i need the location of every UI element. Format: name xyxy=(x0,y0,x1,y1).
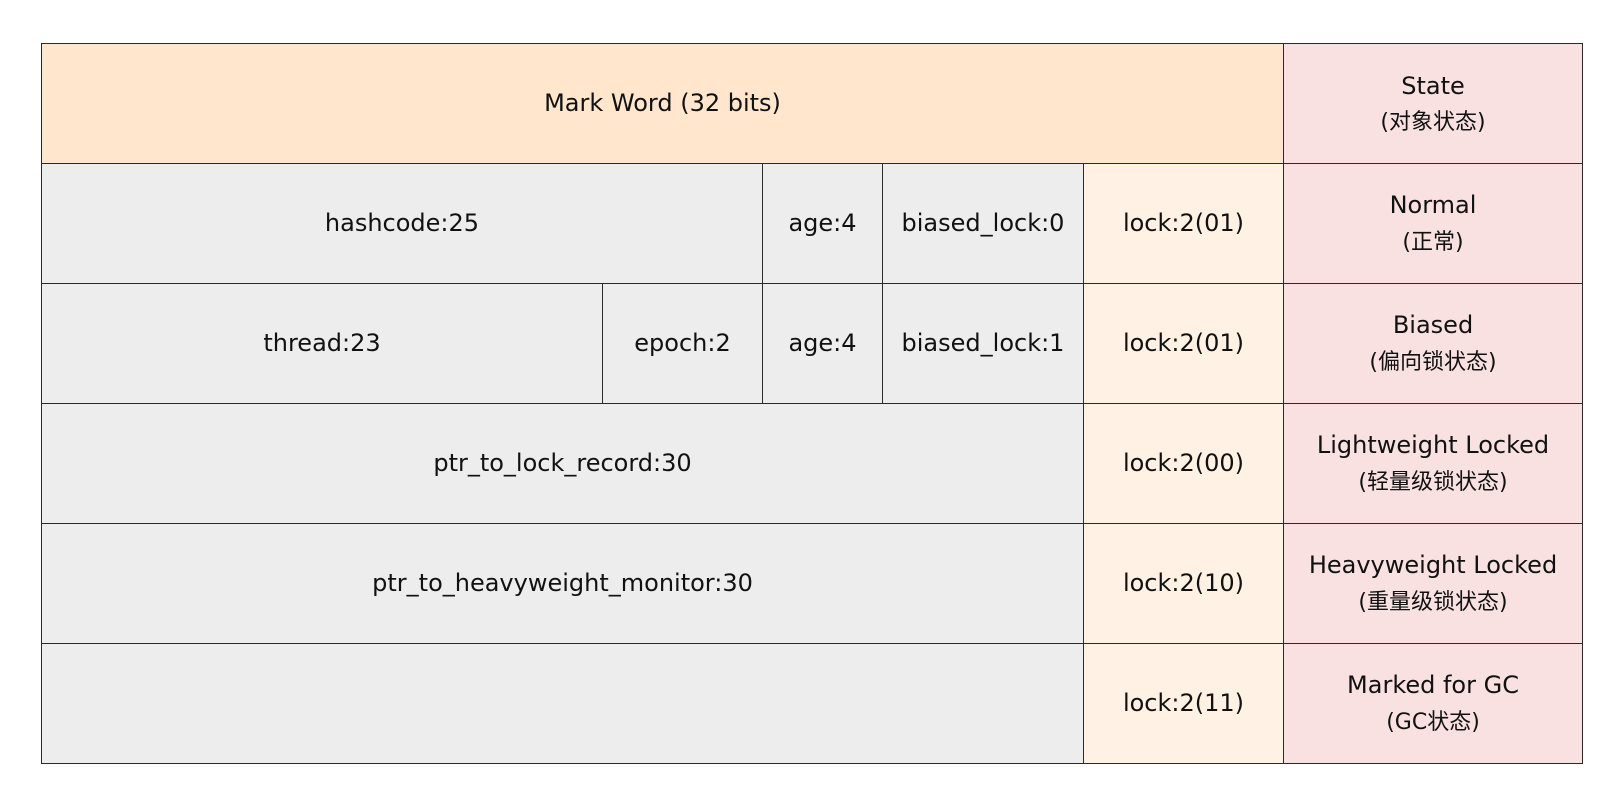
field-lock: lock:2(00) xyxy=(1083,403,1284,524)
field-label: age:4 xyxy=(788,209,857,238)
state-biased: Biased (偏向锁状态) xyxy=(1283,283,1583,404)
field-label: thread:23 xyxy=(263,329,381,358)
state-label: Heavyweight Locked xyxy=(1308,550,1558,579)
field-label: age:4 xyxy=(788,329,857,358)
lock-label: lock:2(01) xyxy=(1122,209,1245,238)
field-lock: lock:2(11) xyxy=(1083,643,1284,764)
state-label: Biased xyxy=(1392,310,1474,339)
field-ptr-to-heavyweight-monitor: ptr_to_heavyweight_monitor:30 xyxy=(41,523,1084,644)
header-mark-word: Mark Word (32 bits) xyxy=(41,43,1284,164)
field-label: ptr_to_heavyweight_monitor:30 xyxy=(372,569,753,598)
field-label: hashcode:25 xyxy=(324,209,480,238)
field-lock: lock:2(10) xyxy=(1083,523,1284,644)
lock-label: lock:2(00) xyxy=(1122,449,1245,478)
header-state-sub: (对象状态) xyxy=(1380,110,1486,136)
field-label: epoch:2 xyxy=(634,329,731,358)
field-lock: lock:2(01) xyxy=(1083,283,1284,404)
state-sub: (正常) xyxy=(1402,230,1464,256)
field-thread: thread:23 xyxy=(41,283,603,404)
header-state: State (对象状态) xyxy=(1283,43,1583,164)
state-sub: (轻量级锁状态) xyxy=(1358,470,1508,496)
state-marked-for-gc: Marked for GC (GC状态) xyxy=(1283,643,1583,764)
state-sub: (重量级锁状态) xyxy=(1358,590,1508,616)
state-label: Normal xyxy=(1389,190,1477,219)
field-age: age:4 xyxy=(762,163,883,284)
field-label: biased_lock:0 xyxy=(901,209,1065,238)
header-state-label: State xyxy=(1401,71,1465,100)
field-age: age:4 xyxy=(762,283,883,404)
field-empty xyxy=(41,643,1084,764)
field-label: biased_lock:1 xyxy=(901,329,1065,358)
header-title: Mark Word (32 bits) xyxy=(544,89,781,118)
state-label: Lightweight Locked xyxy=(1316,430,1550,459)
field-ptr-to-lock-record: ptr_to_lock_record:30 xyxy=(41,403,1084,524)
field-lock: lock:2(01) xyxy=(1083,163,1284,284)
field-biased-lock: biased_lock:0 xyxy=(882,163,1084,284)
state-heavyweight-locked: Heavyweight Locked (重量级锁状态) xyxy=(1283,523,1583,644)
lock-label: lock:2(10) xyxy=(1122,569,1245,598)
lock-label: lock:2(11) xyxy=(1122,689,1245,718)
state-normal: Normal (正常) xyxy=(1283,163,1583,284)
field-label: ptr_to_lock_record:30 xyxy=(433,449,692,478)
lock-label: lock:2(01) xyxy=(1122,329,1245,358)
field-epoch: epoch:2 xyxy=(602,283,763,404)
state-label: Marked for GC xyxy=(1347,670,1519,699)
field-biased-lock: biased_lock:1 xyxy=(882,283,1084,404)
state-lightweight-locked: Lightweight Locked (轻量级锁状态) xyxy=(1283,403,1583,524)
state-sub: (偏向锁状态) xyxy=(1369,350,1497,376)
field-hashcode: hashcode:25 xyxy=(41,163,763,284)
state-sub: (GC状态) xyxy=(1386,710,1480,736)
